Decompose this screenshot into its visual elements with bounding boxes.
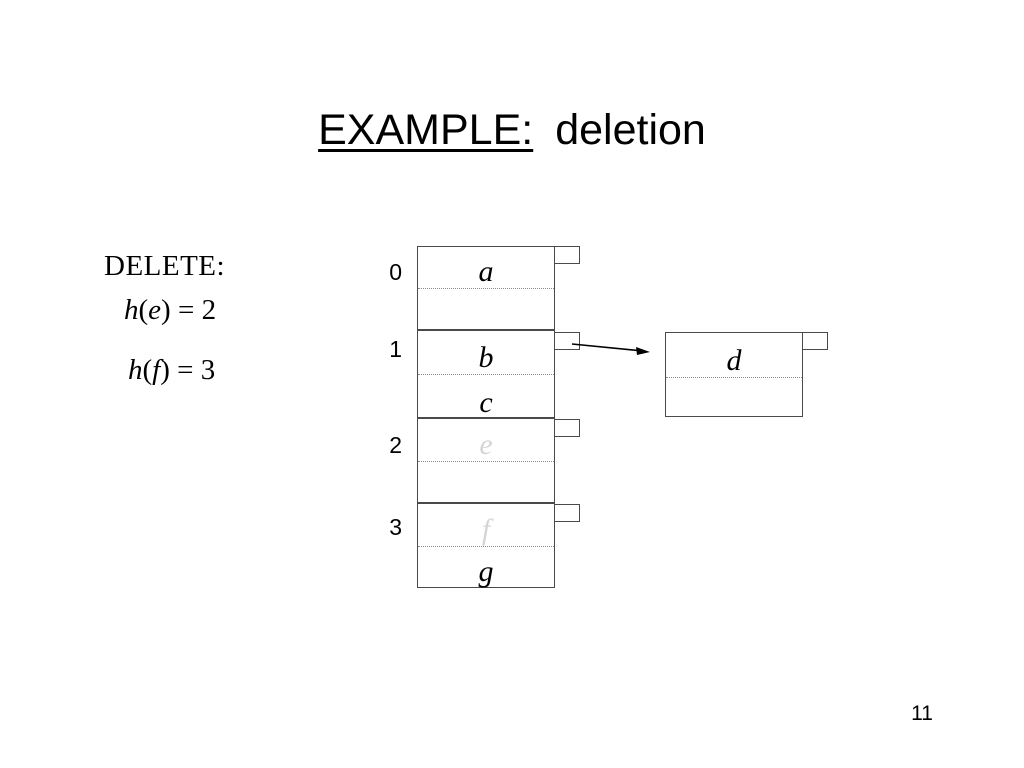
bucket-3-entry-0: f bbox=[418, 504, 554, 547]
key-g: g bbox=[478, 555, 494, 588]
bucket-3-entry-1: g bbox=[418, 547, 554, 587]
bucket-1-pointer-tab[interactable] bbox=[555, 332, 580, 350]
key-f-deleted: f bbox=[481, 513, 491, 546]
bucket-index-2: 2 bbox=[389, 432, 402, 458]
key-e-deleted: e bbox=[479, 428, 493, 461]
bucket-3-pointer-tab[interactable] bbox=[555, 504, 580, 522]
bucket-3[interactable]: f g bbox=[417, 503, 555, 588]
hash-open-e: ( bbox=[138, 294, 149, 326]
bucket-2-empty-slot bbox=[418, 462, 554, 502]
bucket-index-1: 1 bbox=[389, 336, 402, 362]
bucket-2-entry-0: e bbox=[418, 419, 554, 462]
page-title-rest: deletion bbox=[555, 106, 706, 154]
chain-pointer-arrow bbox=[571, 343, 650, 355]
bucket-0-empty-slot bbox=[418, 289, 554, 329]
key-c: c bbox=[479, 386, 493, 419]
hash-table-diagram: 0 1 2 3 a b c e bbox=[380, 244, 840, 604]
hash-arg-e: e bbox=[148, 294, 162, 326]
external-node-d-pointer-tab[interactable] bbox=[803, 332, 828, 350]
bucket-0[interactable]: a bbox=[417, 246, 555, 330]
page-title-underlined: EXAMPLE: bbox=[318, 106, 534, 154]
hash-fn-e: h bbox=[124, 294, 139, 326]
page-number: 11 bbox=[911, 702, 933, 725]
hash-arg-f: f bbox=[152, 354, 161, 386]
bucket-0-pointer-tab[interactable] bbox=[555, 246, 580, 264]
bucket-index-0: 0 bbox=[389, 259, 402, 285]
hash-value-f: 3 bbox=[200, 354, 216, 386]
hash-eq-e: = bbox=[170, 294, 202, 326]
page-title: EXAMPLE: deletion bbox=[0, 104, 1024, 156]
hash-expression-f: h(f) = 3 bbox=[104, 354, 364, 386]
external-node-d[interactable]: d bbox=[665, 332, 803, 417]
hash-open-f: ( bbox=[142, 354, 153, 386]
bucket-2[interactable]: e bbox=[417, 418, 555, 503]
bucket-1-entry-0: b bbox=[418, 331, 554, 375]
hash-close-f: ) bbox=[160, 354, 170, 386]
hash-expression-e: h(e) = 2 bbox=[104, 294, 364, 326]
hash-fn-f: h bbox=[128, 354, 143, 386]
delete-label: DELETE: bbox=[104, 250, 226, 282]
external-node-d-empty-slot bbox=[666, 378, 802, 416]
key-d: d bbox=[726, 344, 742, 377]
bucket-1[interactable]: b c bbox=[417, 330, 555, 418]
bucket-0-entry-0: a bbox=[418, 247, 554, 289]
external-node-d-entry: d bbox=[666, 333, 802, 378]
key-a: a bbox=[478, 255, 494, 288]
hash-value-e: 2 bbox=[201, 294, 217, 326]
key-b: b bbox=[478, 341, 494, 374]
hash-eq-f: = bbox=[169, 354, 201, 386]
bucket-index-3: 3 bbox=[389, 514, 402, 540]
bucket-1-entry-1: c bbox=[418, 375, 554, 419]
bucket-2-pointer-tab[interactable] bbox=[555, 419, 580, 437]
delete-operation-block: DELETE: h(e) = 2 h(f) = 3 bbox=[104, 250, 364, 386]
hash-close-e: ) bbox=[161, 294, 171, 326]
